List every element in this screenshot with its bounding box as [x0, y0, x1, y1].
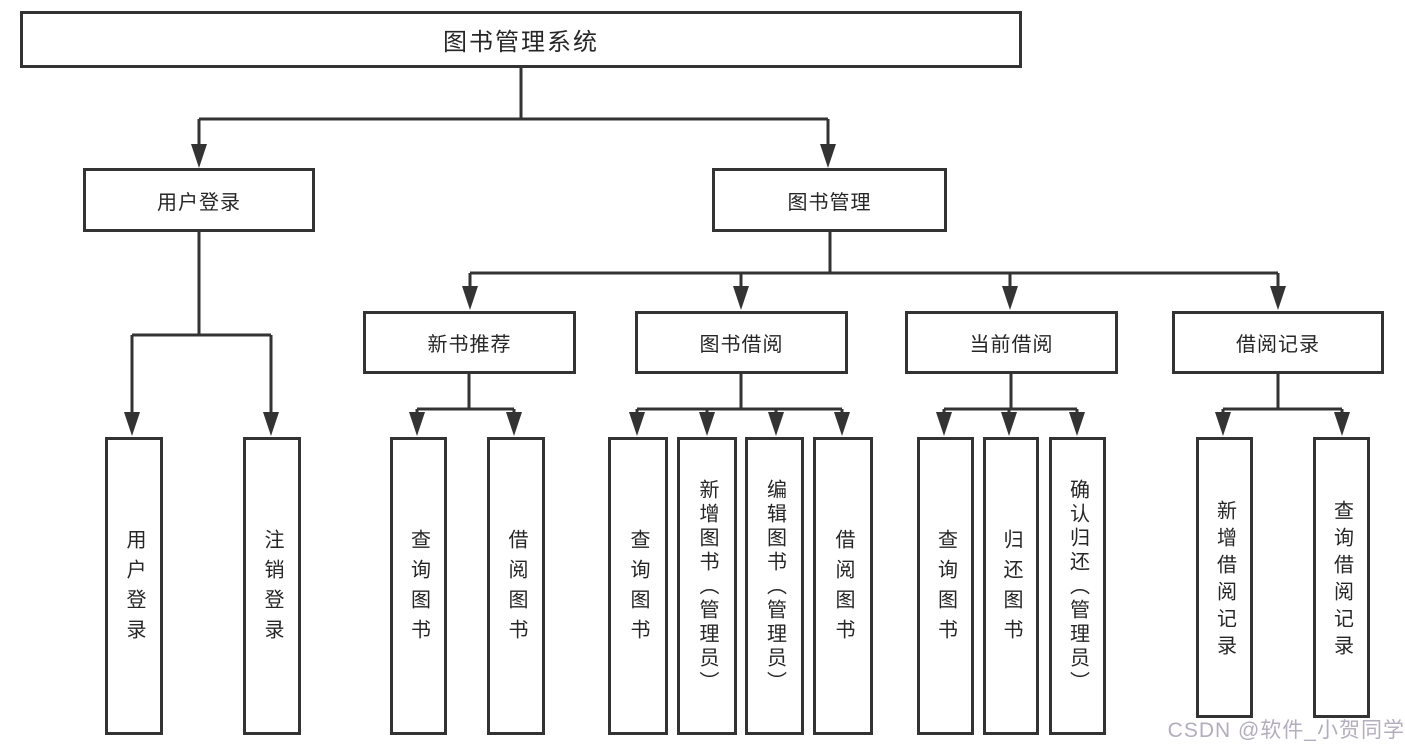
leaf-borrow-query-book: 查询图书 [608, 437, 668, 735]
leaf-records-add-record: 新增借阅记录 [1196, 437, 1253, 718]
leaf-recommend-query-book: 查询图书 [390, 437, 447, 735]
connector-root-to-level2 [191, 68, 836, 168]
csdn-watermark: CSDN @软件_小贺同学 [1167, 719, 1405, 742]
connector-borrow-records-branch [1215, 374, 1350, 436]
connector-book-borrow-branch [629, 374, 850, 436]
leaf-current-confirm-return-admin: 确认归还（管理员） [1049, 437, 1106, 735]
leaf-borrow-borrow-book: 借阅图书 [813, 437, 873, 735]
arrowhead [1069, 412, 1085, 436]
node-borrow-records: 借阅记录 [1172, 311, 1384, 374]
connector-current-borrow-branch [936, 374, 1085, 436]
arrowhead [699, 412, 715, 436]
arrowhead [124, 412, 140, 436]
arrowhead [733, 286, 749, 310]
arrowhead [263, 412, 279, 436]
arrowhead [1002, 286, 1018, 310]
arrowhead [191, 144, 207, 168]
arrowhead [834, 412, 850, 436]
node-book-borrow: 图书借阅 [635, 311, 848, 374]
node-current-borrow: 当前借阅 [905, 311, 1118, 374]
leaf-records-query-record: 查询借阅记录 [1313, 437, 1370, 718]
arrowhead [1270, 286, 1286, 310]
node-book-management: 图书管理 [712, 168, 947, 232]
arrowhead [629, 412, 645, 436]
node-user-login: 用户登录 [83, 168, 315, 232]
arrowhead [1215, 412, 1231, 436]
arrowhead [462, 286, 478, 310]
connector-user-login-branch [124, 232, 279, 436]
arrowhead [1001, 412, 1017, 436]
leaf-logout: 注销登录 [243, 437, 301, 735]
leaf-borrow-edit-book-admin: 编辑图书（管理员） [745, 437, 804, 735]
connector-book-management-branch [462, 232, 1286, 310]
leaf-borrow-add-book-admin: 新增图书（管理员） [677, 437, 737, 735]
arrowhead [820, 144, 836, 168]
arrowhead [936, 412, 952, 436]
arrowhead [506, 412, 522, 436]
node-new-book-recommend: 新书推荐 [363, 311, 576, 374]
arrowhead [1334, 412, 1350, 436]
arrowhead [409, 412, 425, 436]
connector-new-book-recommend-branch [409, 374, 522, 436]
leaf-recommend-borrow-book: 借阅图书 [487, 437, 545, 735]
leaf-user-login: 用户登录 [105, 437, 163, 735]
node-root: 图书管理系统 [20, 11, 1022, 68]
leaf-current-query-book: 查询图书 [917, 437, 974, 735]
arrowhead [768, 412, 784, 436]
leaf-current-return-book: 归还图书 [983, 437, 1039, 735]
